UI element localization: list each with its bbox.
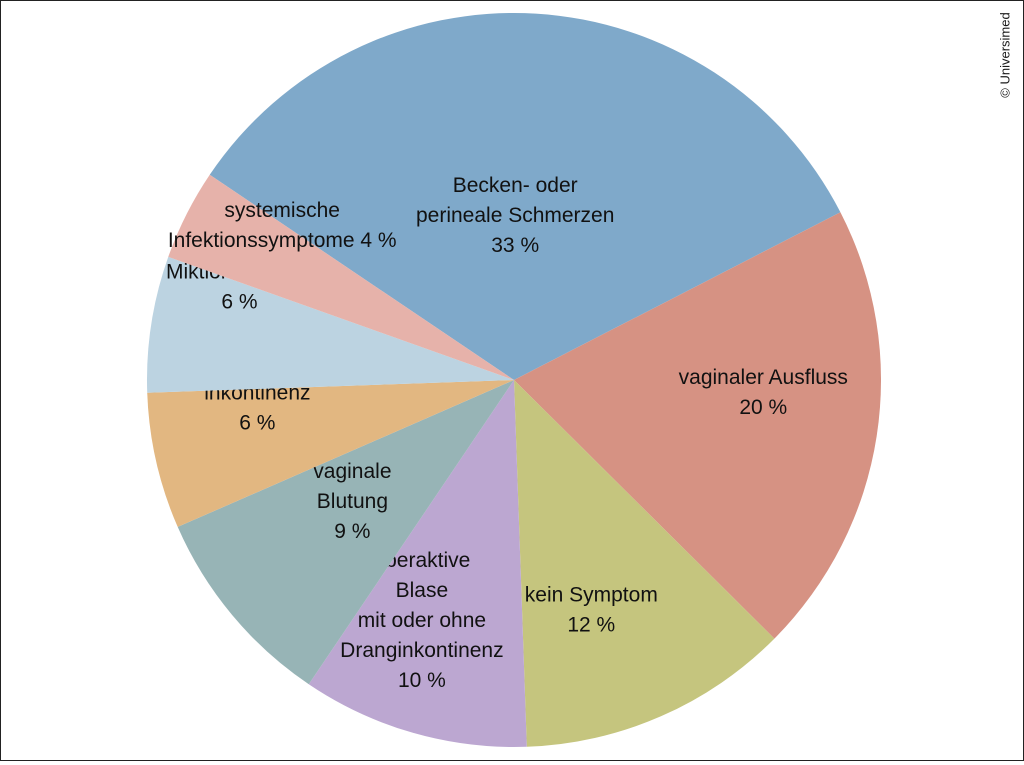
slice-label-line: Dranginkontinenz — [340, 639, 503, 662]
slice-label-line: 6 % — [221, 291, 257, 314]
slice-label-line: Blase — [396, 579, 449, 602]
pie-slice — [514, 212, 881, 639]
slice-label-line: Infektionssymptome 4 % — [168, 229, 397, 252]
slice-label-line: mit oder ohne — [358, 609, 486, 632]
pie-slice — [147, 380, 514, 527]
slice-label: vaginaler Ausfluss 20 % — [679, 366, 848, 419]
slice-label-line: vaginale — [313, 460, 391, 483]
slice-label-line: 33 % — [491, 234, 539, 257]
pie-slice — [514, 380, 775, 747]
pie-slice — [308, 380, 527, 748]
slice-label-line: 20 % — [739, 396, 787, 419]
pie-slice — [177, 380, 514, 685]
slice-label-line: Becken- oder — [453, 174, 578, 197]
slice-label-line: 10 % — [398, 669, 446, 692]
slice-label-line: 6 % — [239, 412, 275, 435]
slice-label-line: perineale Schmerzen — [416, 204, 614, 227]
slice-label: Becken- oder perineale Schmerzen 33 % — [416, 174, 614, 257]
slice-label-line: kein Symptom — [525, 584, 658, 607]
slice-label-line: 9 % — [334, 520, 370, 543]
copyright-notice: © Universimed — [997, 12, 1013, 98]
slice-label-line: 12 % — [567, 614, 615, 637]
slice-label-line: vaginaler Ausfluss — [679, 366, 848, 389]
pie-slice — [209, 12, 841, 381]
pie-slice — [168, 174, 514, 380]
slice-label-line: Blutung — [317, 490, 388, 513]
slice-label-line: überaktive — [373, 549, 470, 572]
slice-label: kein Symptom 12 % — [525, 584, 658, 637]
pie-slice — [146, 256, 514, 393]
slice-label-line: systemische — [224, 199, 340, 222]
